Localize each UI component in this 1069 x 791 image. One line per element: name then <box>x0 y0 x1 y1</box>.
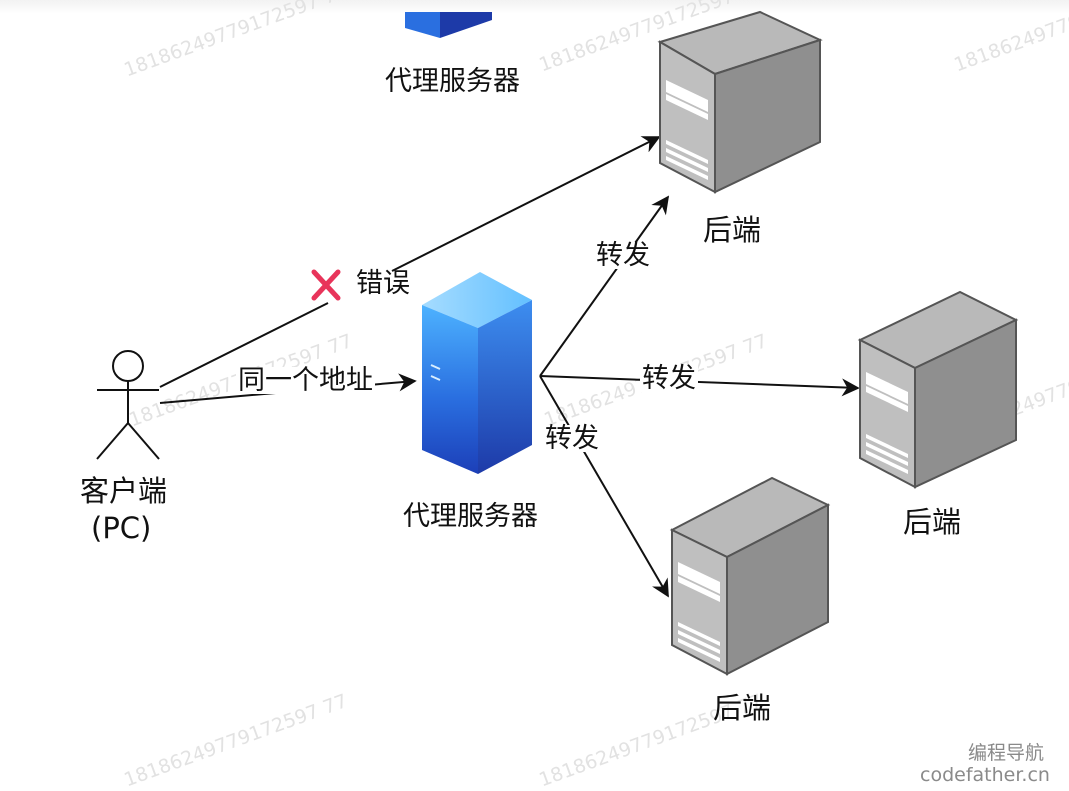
top-edge <box>0 0 1069 14</box>
edge-forward-down <box>539 375 669 598</box>
backend-server-top-icon <box>657 10 823 194</box>
proxy-server-label: 代理服务器 <box>403 501 538 532</box>
edge-forward-up <box>539 195 670 377</box>
edge-wrong <box>159 302 329 388</box>
edge-label-wrong: 错误 <box>356 268 410 299</box>
proxy-server-icon <box>422 272 532 474</box>
proxy-server-top-label: 代理服务器 <box>385 66 520 97</box>
edge-label-same-address: 同一个地址 <box>236 365 375 396</box>
edge-label-forward-down: 转发 <box>543 423 601 454</box>
client-label-name: 客户端 <box>80 474 168 508</box>
error-x-icon <box>311 269 341 301</box>
edge-label-forward-up: 转发 <box>594 240 652 271</box>
backend-bottom-label: 后端 <box>713 691 772 725</box>
edge-wrong-arrow <box>391 136 661 272</box>
client-actor-icon <box>96 350 160 460</box>
edge-forward-mid <box>539 375 860 397</box>
edge-label-forward-mid: 转发 <box>640 363 698 394</box>
corner-brand: 编程导航 <box>968 742 1045 764</box>
backend-right-label: 后端 <box>903 505 962 539</box>
proxy-server-top-icon <box>405 12 492 38</box>
backend-top-label: 后端 <box>703 213 762 247</box>
client-label-pc: (PC) <box>91 511 152 545</box>
backend-server-bottom-icon <box>669 476 831 676</box>
backend-server-right-icon <box>857 290 1019 489</box>
corner-brand-url: codefather.cn <box>920 764 1050 786</box>
